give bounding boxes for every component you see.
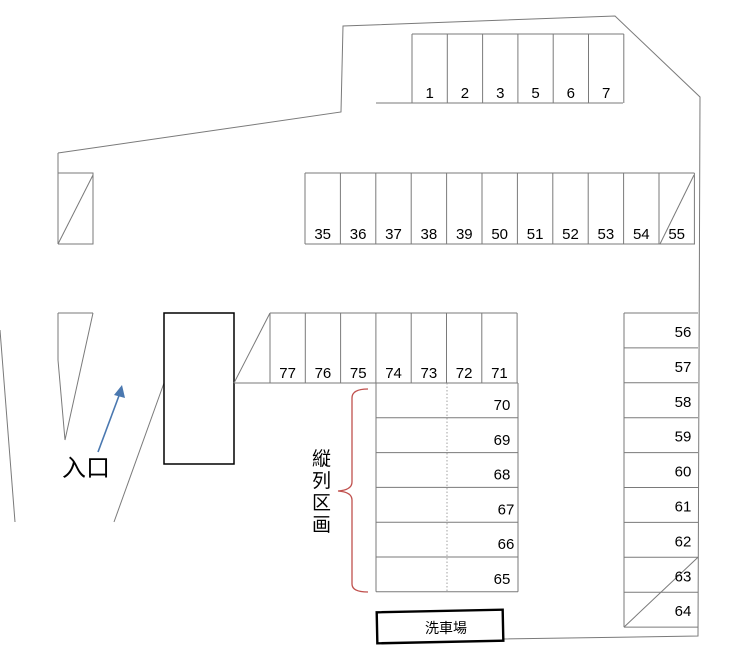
parking-space-77: 77 xyxy=(279,365,296,382)
parking-space-62: 62 xyxy=(675,533,692,550)
parking-space-39: 39 xyxy=(456,226,473,243)
parking-space-37: 37 xyxy=(385,226,402,243)
parking-space-71: 71 xyxy=(491,365,508,382)
vertical-section-bracket xyxy=(337,388,369,593)
car-wash-box xyxy=(375,608,505,645)
parking-space-38: 38 xyxy=(421,226,438,243)
parking-space-76: 76 xyxy=(315,365,332,382)
road-edge xyxy=(113,382,165,523)
parking-space-53: 53 xyxy=(598,226,615,243)
left-stall-upper xyxy=(57,172,94,245)
parking-space-60: 60 xyxy=(675,464,692,481)
parking-space-72: 72 xyxy=(456,365,473,382)
parking-row-middle: 35 36 37 38 39 50 51 52 53 54 55 xyxy=(304,172,695,245)
parking-space-73: 73 xyxy=(421,365,438,382)
parking-space-52: 52 xyxy=(562,226,579,243)
parking-space-51: 51 xyxy=(527,226,544,243)
lot-left-edge xyxy=(0,329,16,523)
parking-space-59: 59 xyxy=(675,429,692,446)
parking-space-64: 64 xyxy=(675,603,692,620)
entrance-arrow-icon xyxy=(97,385,125,453)
building-block xyxy=(163,312,235,465)
parking-column-center: 70 69 68 67 66 65 xyxy=(375,383,519,593)
parking-space-58: 58 xyxy=(675,394,692,411)
parking-space-1: 1 xyxy=(425,85,433,102)
parking-space-54: 54 xyxy=(633,226,650,243)
parking-row-top: 1 2 3 5 6 7 xyxy=(376,33,625,104)
parking-space-61: 61 xyxy=(675,499,692,516)
parking-space-67: 67 xyxy=(498,501,515,518)
parking-space-50: 50 xyxy=(491,226,508,243)
parking-space-75: 75 xyxy=(350,365,367,382)
parking-space-63: 63 xyxy=(675,568,692,585)
entrance-label: 入口 xyxy=(62,454,110,482)
lot-boundary xyxy=(57,15,701,640)
parking-space-35: 35 xyxy=(314,226,331,243)
parking-space-69: 69 xyxy=(494,432,511,449)
parking-space-3: 3 xyxy=(496,85,504,102)
parking-space-2: 2 xyxy=(461,85,469,102)
car-wash-label: 洗車場 xyxy=(425,620,467,637)
parking-space-6: 6 xyxy=(567,85,575,102)
parking-space-36: 36 xyxy=(350,226,367,243)
parking-column-right: 56 57 58 59 60 61 62 63 64 xyxy=(623,312,699,628)
parking-space-70: 70 xyxy=(494,397,511,414)
parking-space-74: 74 xyxy=(385,365,402,382)
parking-space-57: 57 xyxy=(675,359,692,376)
svg-text:縦列区画: 縦列区画 xyxy=(312,448,331,536)
parking-space-65: 65 xyxy=(494,571,511,588)
parking-space-5: 5 xyxy=(531,85,539,102)
parking-space-56: 56 xyxy=(675,324,692,341)
parking-space-7: 7 xyxy=(602,85,610,102)
parking-row-lower: 77 76 75 74 73 72 71 xyxy=(233,312,518,384)
parking-space-68: 68 xyxy=(494,467,511,484)
vertical-section-label: 縦列区画 xyxy=(312,448,331,536)
parking-space-66: 66 xyxy=(498,536,515,553)
parking-space-55: 55 xyxy=(668,226,685,243)
